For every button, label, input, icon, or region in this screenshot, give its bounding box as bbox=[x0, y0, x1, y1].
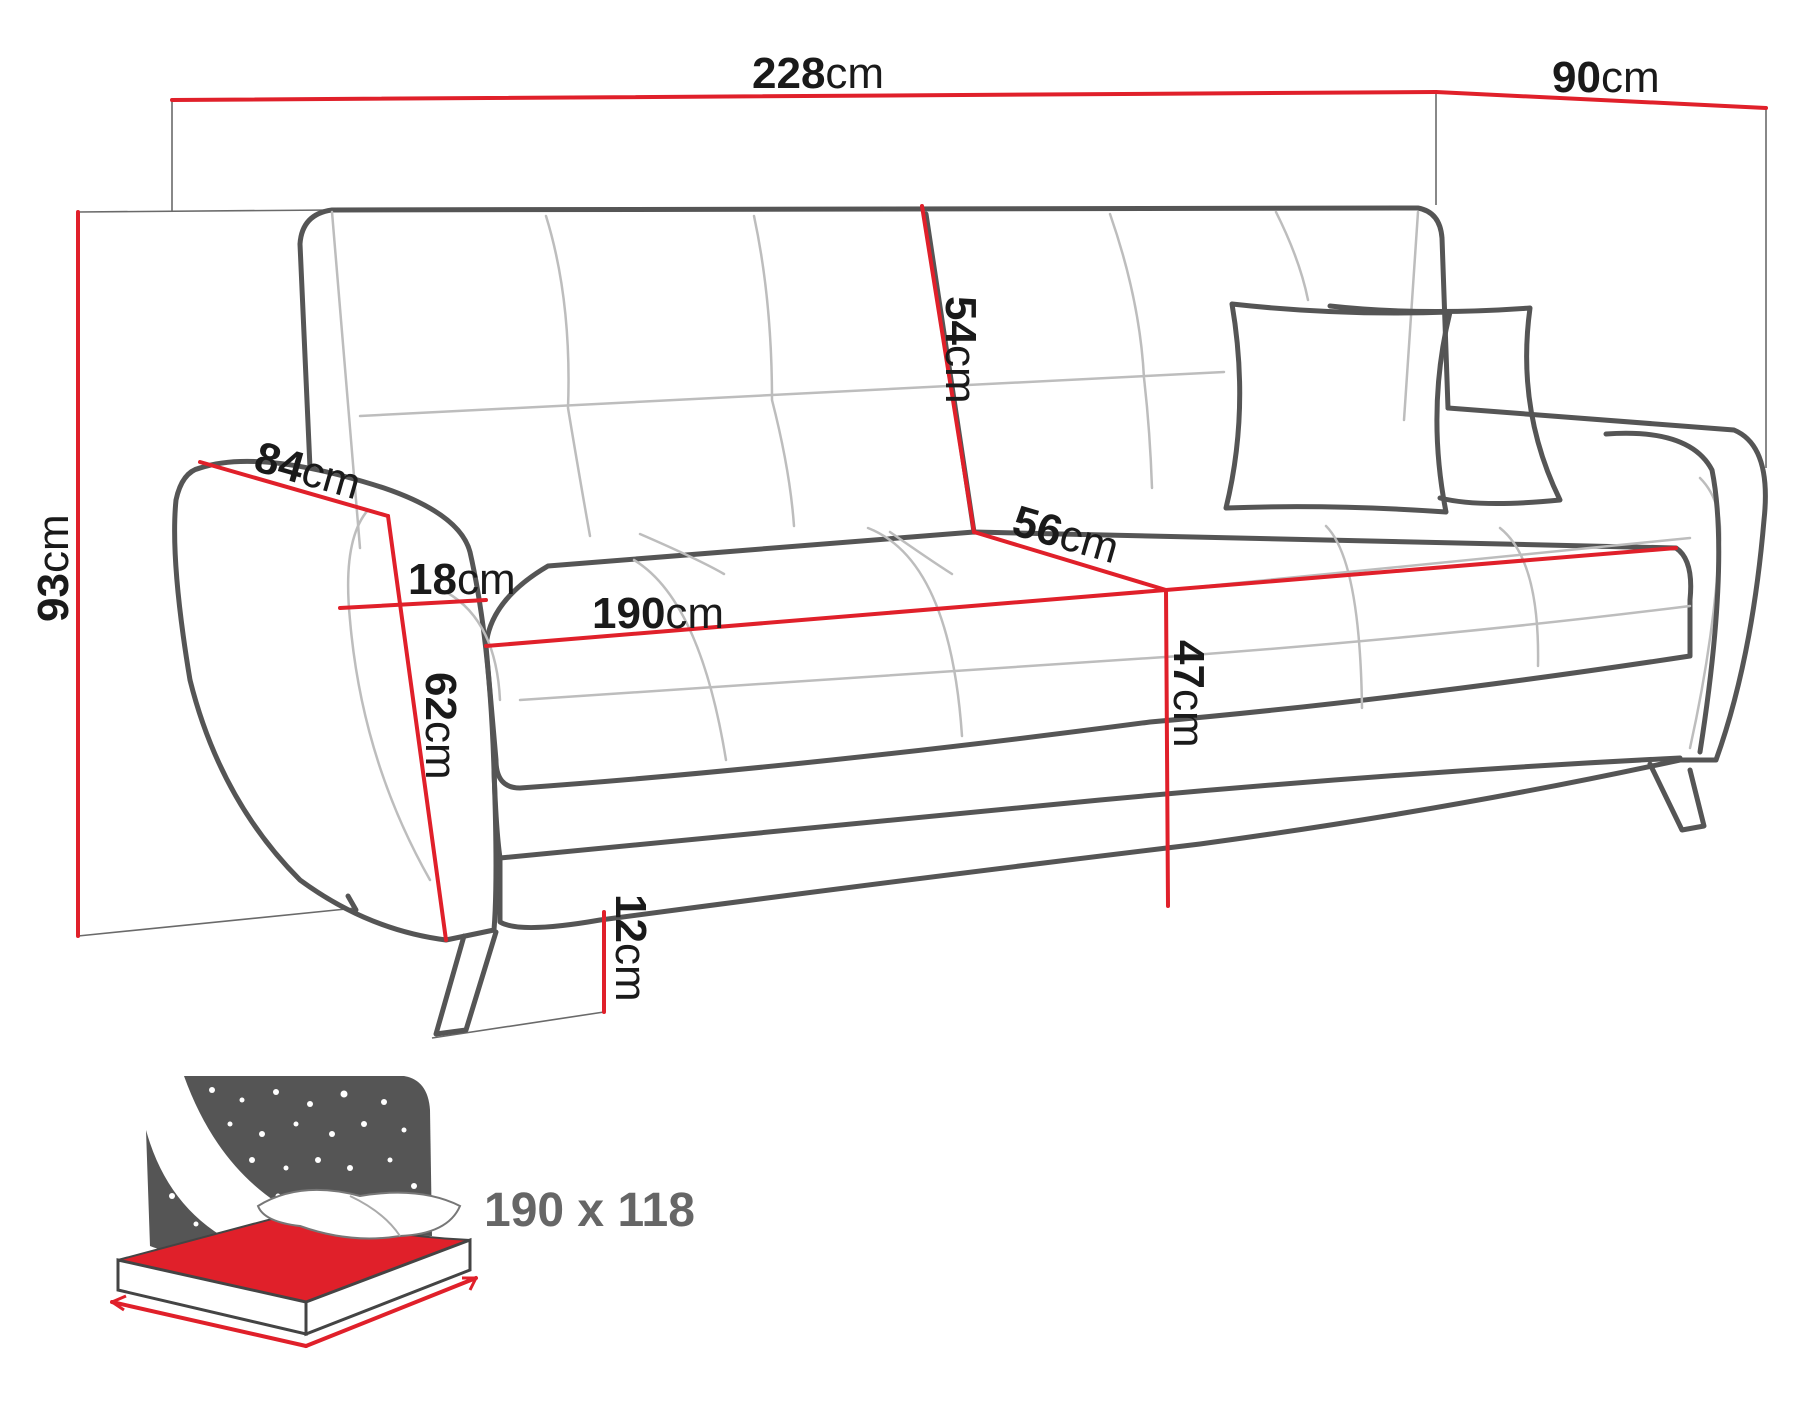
dim-line-depth bbox=[1434, 90, 1768, 110]
dim-line-seat-width bbox=[484, 546, 1678, 648]
dim-line-seat-depth bbox=[972, 530, 1168, 592]
dim-line-armrest-width bbox=[338, 598, 488, 610]
label-armrest-height: 62cm bbox=[416, 672, 465, 780]
backrest bbox=[297, 205, 1451, 471]
dimension-labels: 228cm 90cm 93cm 54cm 56cm 84cm 18cm 190c… bbox=[29, 49, 1660, 1002]
label-seat-width: 190cm bbox=[592, 589, 724, 638]
label-height: 93cm bbox=[29, 514, 78, 622]
dim-line-seat-height bbox=[1164, 588, 1170, 908]
seat-cushion bbox=[483, 529, 1694, 791]
pillow-front bbox=[1223, 301, 1453, 515]
left-armrest bbox=[172, 458, 499, 943]
bed-icon bbox=[110, 1076, 478, 1348]
dim-line-total-width bbox=[170, 90, 1438, 102]
extension-lines bbox=[77, 92, 1767, 1039]
right-leg bbox=[1647, 761, 1707, 833]
label-armrest-width: 18cm bbox=[408, 555, 516, 604]
front-rail bbox=[491, 755, 1683, 861]
label-depth: 90cm bbox=[1552, 53, 1660, 102]
bed-pillows bbox=[256, 1188, 462, 1240]
dim-line-armrest-depth bbox=[198, 460, 390, 518]
dim-line-backrest bbox=[920, 204, 976, 534]
dimension-lines bbox=[76, 90, 1768, 1014]
sleeping-area-label: 190 x 118 bbox=[484, 1184, 695, 1237]
label-seat-height: 47cm bbox=[1164, 640, 1213, 748]
label-total-width: 228cm bbox=[752, 49, 884, 98]
dim-line-armrest-height bbox=[386, 514, 448, 942]
left-leg bbox=[433, 929, 499, 1037]
base bbox=[497, 757, 1683, 931]
right-armrest bbox=[1445, 405, 1768, 763]
label-backrest-height: 54cm bbox=[936, 296, 985, 404]
label-leg-height: 12cm bbox=[606, 894, 655, 1002]
